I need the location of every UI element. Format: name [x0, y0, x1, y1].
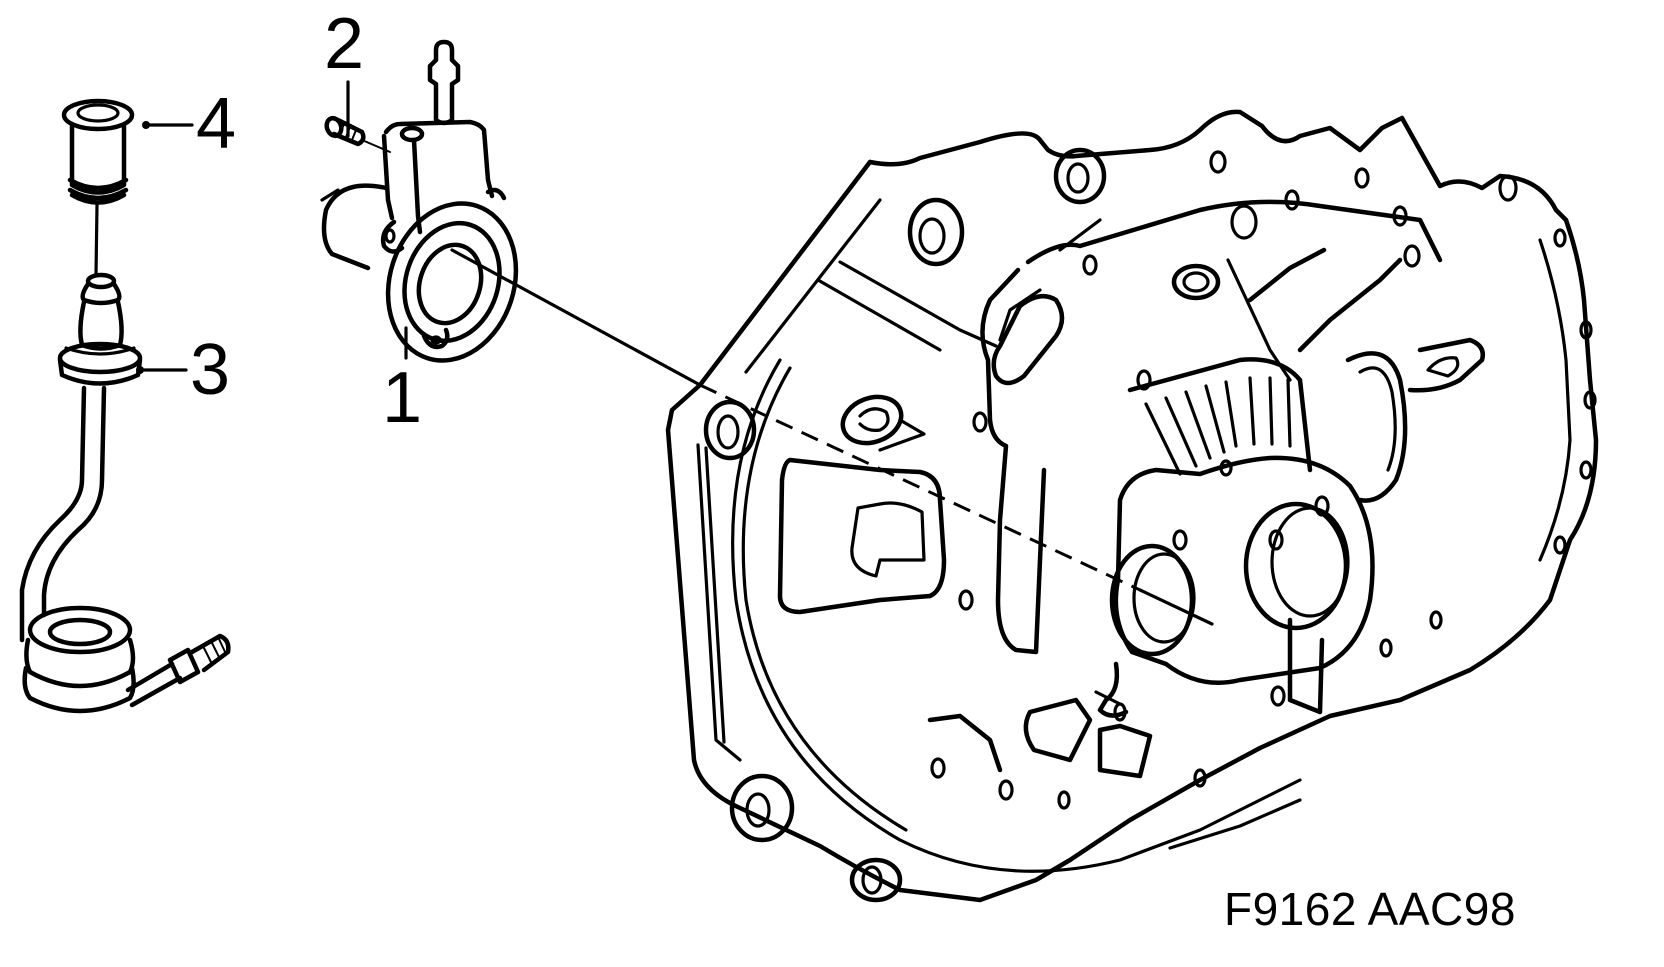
callout-number-4: 4 — [196, 84, 237, 164]
gearbox-housing-drawing — [665, 109, 1599, 903]
callout-number-2: 2 — [324, 4, 365, 84]
assembly-line-solid — [450, 248, 702, 387]
assembly-line-4-3 — [94, 203, 99, 277]
callout-number-1: 1 — [382, 358, 423, 438]
figure-reference-code: F9162 AAC98 — [1224, 883, 1516, 935]
slave-cylinder-drawing — [320, 39, 519, 363]
sleeve-grommet-drawing — [61, 98, 194, 205]
assembly-line-dashed — [699, 383, 1141, 592]
hydraulic-pipe-drawing — [19, 272, 231, 714]
mounting-screw-drawing — [324, 80, 391, 153]
assembly-line-end — [1138, 588, 1214, 626]
callout-number-3: 3 — [190, 330, 231, 410]
